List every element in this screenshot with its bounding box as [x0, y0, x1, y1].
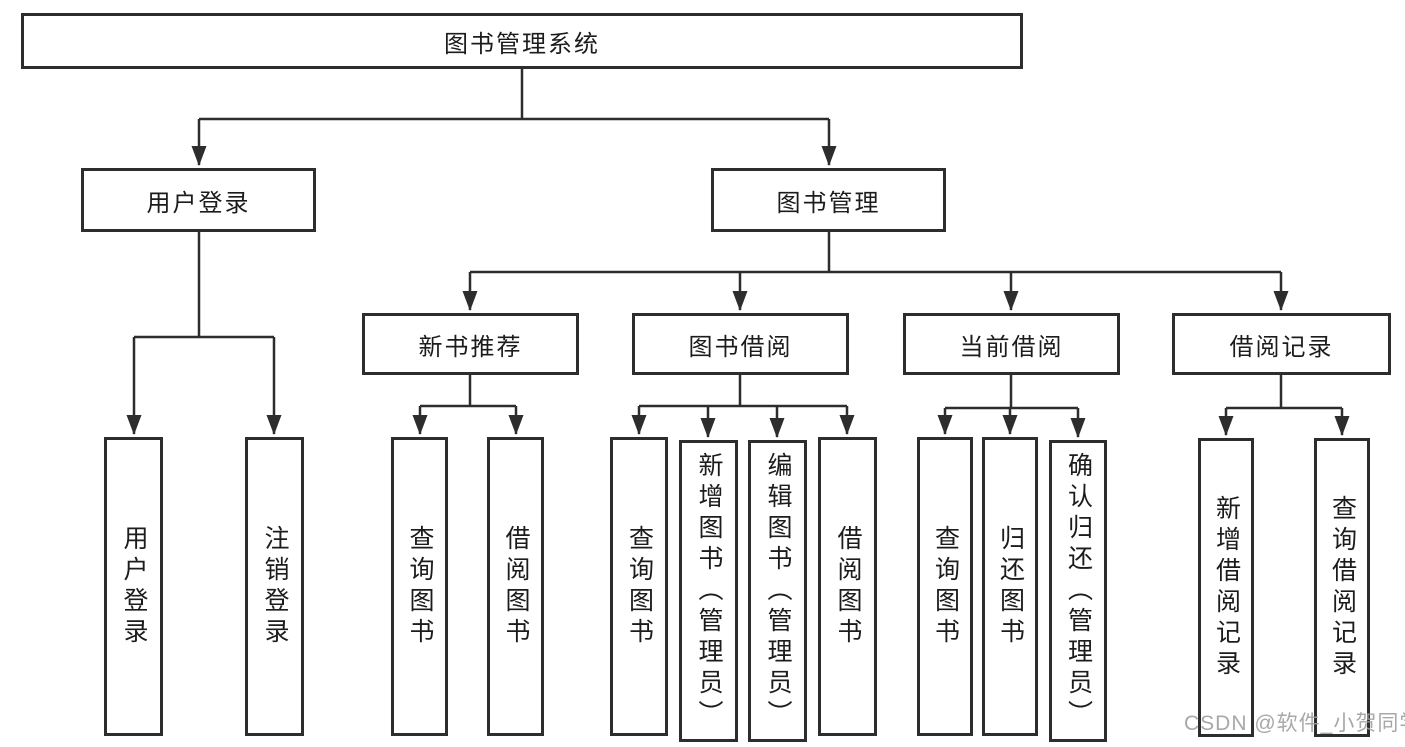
leaf-query-books-borrow: 查询图书	[610, 437, 668, 736]
node-book-borrow: 图书借阅	[632, 313, 849, 375]
node-user-login-branch: 用户登录	[81, 168, 316, 232]
leaf-add-borrow-record: 新增借阅记录	[1198, 438, 1254, 737]
leaf-edit-book-admin: 编辑图书（管理员）	[748, 440, 807, 742]
leaf-confirm-return-admin: 确认归还（管理员）	[1049, 440, 1107, 742]
leaf-query-borrow-record: 查询借阅记录	[1314, 438, 1370, 737]
leaf-query-books-current: 查询图书	[917, 437, 973, 736]
csdn-watermark: CSDN @软件_小贺同学	[1184, 712, 1405, 735]
leaf-borrow-books-recommend: 借阅图书	[487, 437, 544, 736]
leaf-edit-book-admin-label: 编辑图书（管理员）	[764, 451, 792, 731]
node-book-management-branch: 图书管理	[711, 168, 946, 232]
leaf-query-books-recommend-label: 查询图书	[406, 524, 434, 649]
leaf-borrow-books-recommend-label: 借阅图书	[502, 524, 530, 649]
leaf-query-books-recommend: 查询图书	[391, 437, 448, 736]
leaf-logout-label: 注销登录	[261, 524, 289, 649]
leaf-logout: 注销登录	[245, 437, 304, 736]
node-new-book-recommend: 新书推荐	[362, 313, 579, 375]
leaf-add-book-admin: 新增图书（管理员）	[679, 440, 738, 742]
leaf-query-borrow-record-label: 查询借阅记录	[1328, 494, 1357, 681]
node-root-system: 图书管理系统	[21, 13, 1023, 69]
node-current-borrow: 当前借阅	[903, 313, 1120, 375]
leaf-borrow-books: 借阅图书	[818, 437, 877, 736]
leaf-confirm-return-admin-label: 确认归还（管理员）	[1064, 451, 1093, 731]
leaf-return-book: 归还图书	[982, 437, 1038, 736]
leaf-add-book-admin-label: 新增图书（管理员）	[695, 451, 723, 731]
leaf-return-book-label: 归还图书	[996, 524, 1025, 649]
leaf-user-login: 用户登录	[104, 437, 163, 736]
leaf-borrow-books-label: 借阅图书	[834, 524, 862, 649]
leaf-query-books-borrow-label: 查询图书	[625, 524, 654, 649]
leaf-add-borrow-record-label: 新增借阅记录	[1212, 494, 1241, 681]
leaf-user-login-label: 用户登录	[120, 524, 148, 649]
node-borrow-records: 借阅记录	[1172, 313, 1391, 375]
leaf-query-books-current-label: 查询图书	[931, 524, 960, 649]
